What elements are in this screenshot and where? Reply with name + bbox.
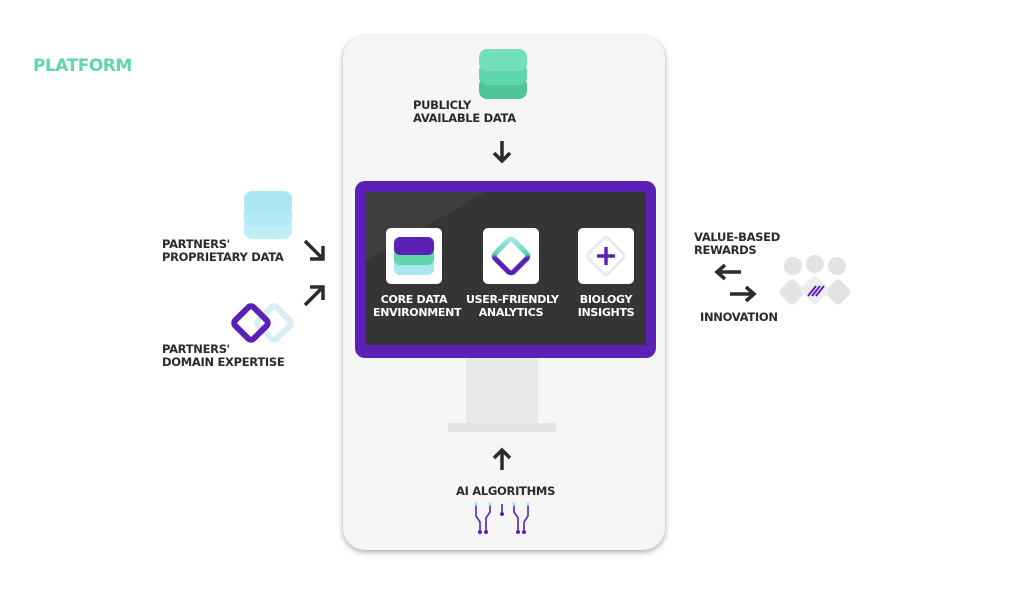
tile-analytics-label: USER-FRIENDLY ANALYTICS (466, 293, 559, 319)
arrow-down-right-icon (303, 239, 325, 261)
ai-algorithms-label: AI ALGORITHMS (456, 484, 556, 498)
monitor-stand (466, 358, 538, 424)
partner-data-label: PARTNERS' PROPRIETARY DATA (162, 237, 284, 264)
tile-biology-label: BIOLOGY INSIGHTS (577, 293, 635, 319)
arrow-down-icon (492, 141, 512, 164)
public-data-label: PUBLICLY AVAILABLE DATA (413, 98, 516, 125)
arrow-left-icon (714, 263, 741, 281)
domain-expertise-label: PARTNERS' DOMAIN EXPERTISE (162, 342, 285, 369)
community-icon (779, 255, 851, 305)
tile-core-data-label: CORE DATA ENVIRONMENT (373, 293, 462, 319)
partner-data-stack-icon (244, 191, 292, 239)
public-data-stack-icon (479, 49, 527, 99)
plus-icon (585, 235, 627, 277)
data-stack-icon (394, 237, 434, 275)
domain-expertise-icon (231, 303, 294, 343)
circuit-icon (474, 502, 530, 534)
monitor-base (448, 423, 556, 432)
arrow-up-icon (492, 447, 512, 470)
innovation-label: INNOVATION (700, 310, 778, 324)
analytics-diamond-icon (491, 236, 531, 276)
arrow-right-icon (730, 285, 757, 303)
rewards-label: VALUE-BASED REWARDS (694, 230, 780, 257)
page-title: PLATFORM (33, 56, 132, 76)
arrow-up-right-icon (303, 285, 325, 307)
